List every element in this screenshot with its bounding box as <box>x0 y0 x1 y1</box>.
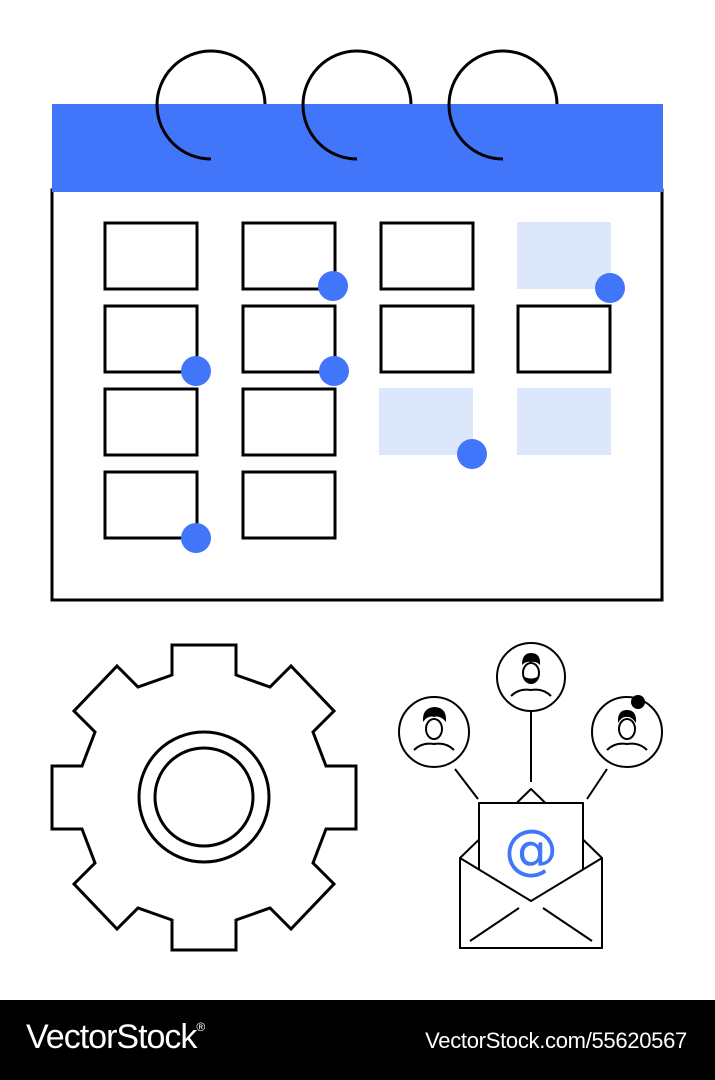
calendar-cell-highlighted <box>517 222 611 289</box>
gear-icon <box>50 643 358 952</box>
calendar-cell-highlighted <box>517 388 611 455</box>
calendar-ring <box>447 49 559 161</box>
connector-line <box>454 768 479 800</box>
calendar-cell <box>103 387 199 457</box>
calendar-cell-highlighted <box>379 388 473 455</box>
calendar-cell <box>241 304 337 374</box>
gear-ring-inner <box>153 746 255 848</box>
calendar-cell <box>103 470 199 540</box>
calendar-event-dots <box>181 271 625 553</box>
brand-logo: VectorStock® <box>26 1018 205 1057</box>
calendar-highlighted-cells <box>379 222 611 455</box>
email-envelope-icon: @ <box>398 642 663 949</box>
calendar-cell <box>103 304 199 374</box>
at-sign-icon: @ <box>504 818 558 881</box>
calendar-rings <box>155 49 559 161</box>
calendar-cell <box>379 304 475 374</box>
calendar-cell <box>379 221 475 291</box>
event-dot <box>595 273 625 303</box>
envelope-crease <box>469 907 520 942</box>
event-dot <box>318 271 348 301</box>
calendar-cell <box>516 304 612 374</box>
event-dot <box>457 439 487 469</box>
user-avatar-icon <box>398 696 470 768</box>
brand-name: VectorStock <box>26 1018 197 1056</box>
envelope-crease <box>542 907 593 942</box>
calendar-cells <box>103 221 612 540</box>
user-avatar-icon <box>591 695 663 768</box>
user-avatar-icon <box>496 642 566 712</box>
connector-line <box>586 768 608 800</box>
event-dot <box>181 356 211 386</box>
calendar-cell <box>241 221 337 291</box>
watermark-footer: VectorStock® VectorStock.com/55620567 <box>0 1000 715 1080</box>
calendar-cell <box>103 221 199 291</box>
gear-ring-outer <box>137 730 271 864</box>
calendar-header-bar <box>52 104 663 192</box>
calendar-ring <box>301 49 413 161</box>
event-dot <box>181 523 211 553</box>
illustration: @ <box>50 49 664 952</box>
calendar-icon <box>50 49 664 602</box>
calendar-ring <box>155 49 267 161</box>
envelope-front <box>459 857 603 949</box>
calendar-cell <box>241 387 337 457</box>
calendar-cell <box>241 470 337 540</box>
event-dot <box>319 356 349 386</box>
brand-mark: ® <box>196 1020 205 1034</box>
gear-outline <box>50 643 358 952</box>
stock-id: VectorStock.com/55620567 <box>425 1028 687 1053</box>
